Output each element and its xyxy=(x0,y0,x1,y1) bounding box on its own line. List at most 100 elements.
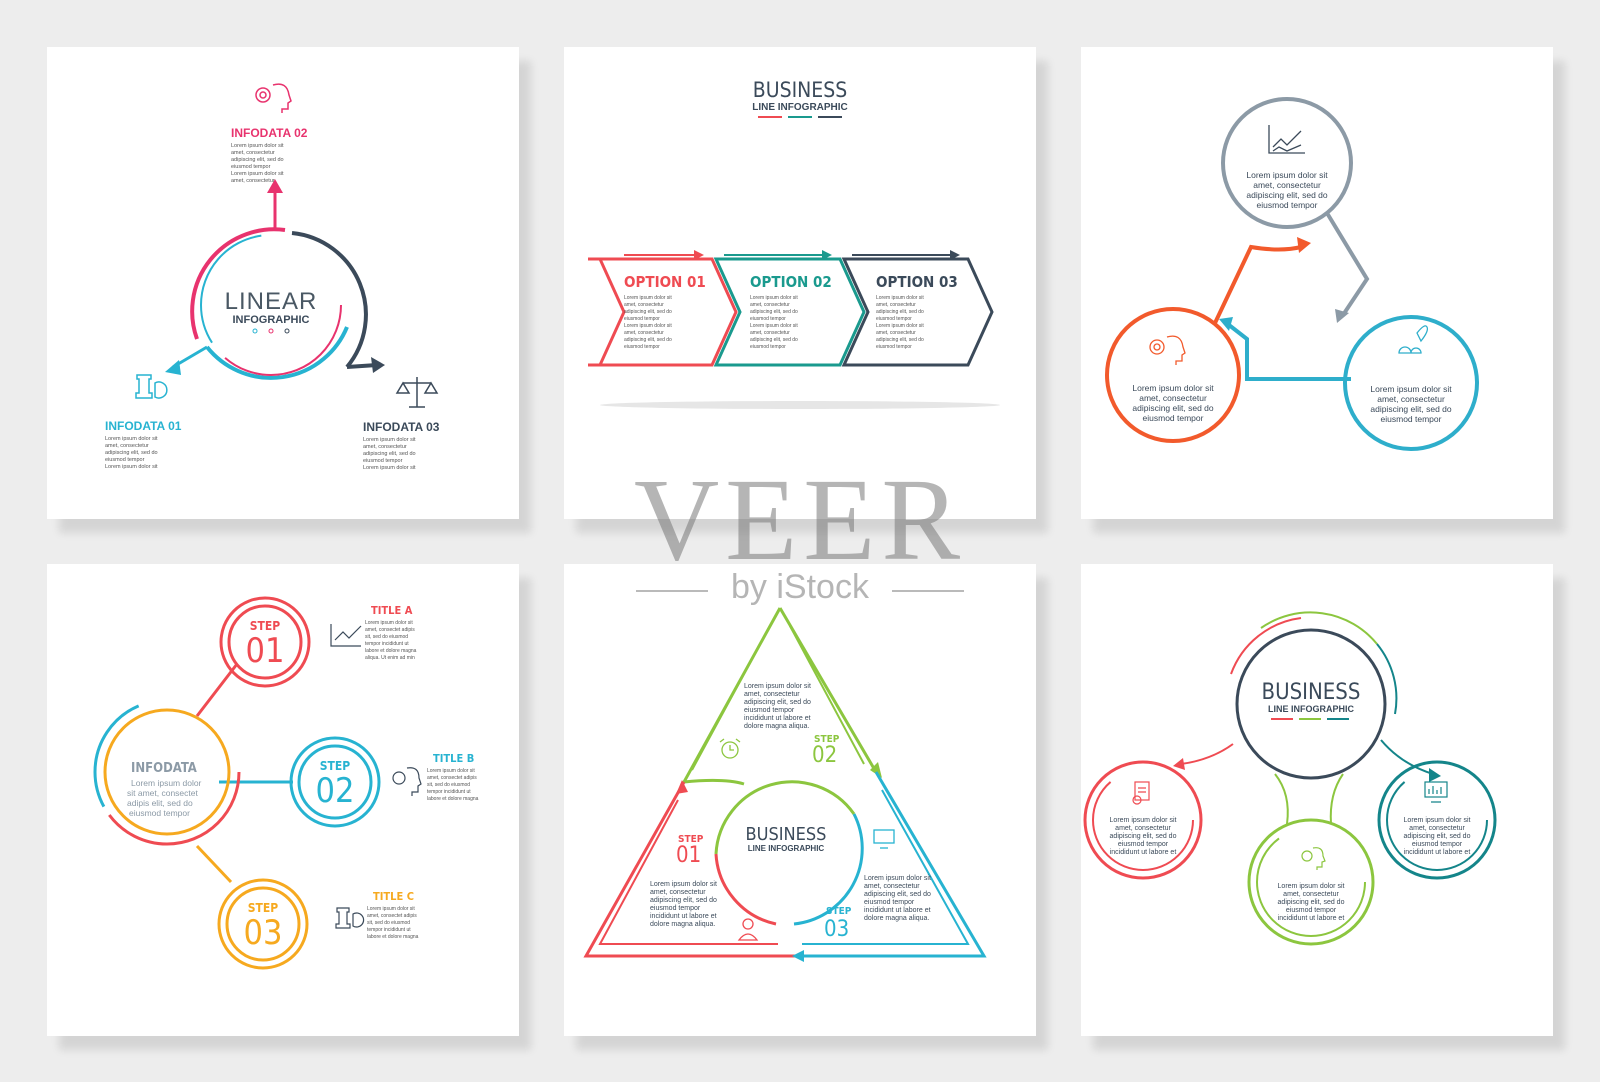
person-icon xyxy=(737,918,759,941)
svg-text:amet, consectet adipis: amet, consectet adipis xyxy=(427,775,477,781)
step-03: STEP 03 xyxy=(217,878,309,970)
hub-arc-teal xyxy=(1376,643,1398,715)
center-arc-green xyxy=(714,780,856,855)
svg-text:amet, consectetur: amet, consectetur xyxy=(1377,394,1445,404)
svg-text:Lorem ipsum dolor sit: Lorem ipsum dolor sit xyxy=(650,881,717,888)
svg-text:eiusmod tempor: eiusmod tempor xyxy=(1118,841,1169,848)
arrow-up-icon xyxy=(267,179,283,193)
svg-text:adipiscing elit, sed do: adipiscing elit, sed do xyxy=(1110,833,1177,840)
color-bar xyxy=(1327,718,1349,720)
svg-text:Lorem ipsum dolor sit: Lorem ipsum dolor sit xyxy=(105,436,158,442)
svg-text:STEP: STEP xyxy=(248,901,279,915)
step-02-number: 02 xyxy=(812,743,837,768)
green-outer xyxy=(681,607,782,786)
svg-text:Lorem ipsum dolor sit: Lorem ipsum dolor sit xyxy=(1110,817,1177,824)
svg-text:eiusmod tempor: eiusmod tempor xyxy=(864,899,915,906)
watermark-by-istock: by iStock xyxy=(731,568,869,606)
svg-text:sit, sed do eiusmod: sit, sed do eiusmod xyxy=(367,920,410,926)
svg-text:labore et dolore magna: labore et dolore magna xyxy=(365,648,417,654)
svg-text:amet, consectetur: amet, consectetur xyxy=(650,889,706,896)
svg-text:eiusmod tempor: eiusmod tempor xyxy=(750,316,786,322)
svg-text:OPTION 01: OPTION 01 xyxy=(624,273,706,291)
svg-text:adipiscing elit, sed do: adipiscing elit, sed do xyxy=(650,897,717,904)
arrow-icon xyxy=(1173,758,1185,770)
monitor-chart-icon xyxy=(873,829,895,849)
svg-text:eiusmod tempor: eiusmod tempor xyxy=(105,457,145,463)
svg-text:amet, consectetur: amet, consectetur xyxy=(1253,180,1321,190)
svg-text:eiusmod tempor: eiusmod tempor xyxy=(876,316,912,322)
svg-text:incididunt ut labore et: incididunt ut labore et xyxy=(1110,849,1177,856)
svg-text:eiusmod tempor: eiusmod tempor xyxy=(1381,414,1442,424)
center-arc-cyan xyxy=(793,813,864,926)
svg-text:eiusmod tempor: eiusmod tempor xyxy=(1286,907,1337,914)
cyan-arc xyxy=(205,326,349,380)
svg-text:eiusmod tempor: eiusmod tempor xyxy=(876,344,912,350)
svg-text:adipiscing elit, sed do: adipiscing elit, sed do xyxy=(876,309,924,315)
dark-arc-tail xyxy=(346,363,378,369)
infodata-01-title: INFODATA 01 xyxy=(105,419,182,433)
node-right-inner xyxy=(1386,769,1488,871)
svg-text:Lorem ipsum dolor sit: Lorem ipsum dolor sit xyxy=(231,143,284,149)
cyan-connector xyxy=(1227,323,1351,381)
svg-text:Lorem ipsum dolor sit: Lorem ipsum dolor sit xyxy=(1370,384,1452,394)
business-hub-diagram: BUSINESS LINE INFOGRAPHIC Lorem ipsum do… xyxy=(1083,611,1497,946)
svg-text:sit, sed do eiusmod: sit, sed do eiusmod xyxy=(365,634,408,640)
svg-text:adipis elit, sed do: adipis elit, sed do xyxy=(127,798,193,808)
svg-text:adipiscing elit, sed do: adipiscing elit, sed do xyxy=(231,157,284,163)
connector-01 xyxy=(195,663,239,717)
gear-head-icon xyxy=(1149,335,1186,365)
gray-connector xyxy=(1325,211,1370,317)
shadow xyxy=(600,401,1000,409)
svg-text:adipiscing elit, sed do: adipiscing elit, sed do xyxy=(624,337,672,343)
arrow-icon xyxy=(1429,768,1441,782)
svg-text:amet, consectetur: amet, consectetur xyxy=(231,150,275,156)
svg-text:adipiscing elit, sed do: adipiscing elit, sed do xyxy=(1404,833,1471,840)
cyan-inner xyxy=(802,789,970,945)
orange-connector xyxy=(1213,244,1302,324)
arrow-icon xyxy=(870,762,882,778)
hub-ring-inner xyxy=(103,708,231,836)
svg-text:Lorem ipsum dolor sit: Lorem ipsum dolor sit xyxy=(864,875,931,882)
title-b: TITLE B xyxy=(433,752,474,765)
arrow-right-icon xyxy=(822,250,832,260)
red-outer xyxy=(583,781,796,958)
svg-text:Lorem ipsum dolor sit: Lorem ipsum dolor sit xyxy=(367,906,415,912)
watermark-veer: VEER xyxy=(633,454,967,585)
svg-text:amet, consectetur: amet, consectetur xyxy=(750,302,790,308)
svg-text:Lorem ipsum dolor sit: Lorem ipsum dolor sit xyxy=(363,465,416,471)
svg-text:amet, consectetur: amet, consectetur xyxy=(624,330,664,336)
watermark-line-left xyxy=(636,590,708,592)
red-inner xyxy=(598,799,778,945)
svg-text:Lorem ipsum dolor sit: Lorem ipsum dolor sit xyxy=(363,437,416,443)
svg-text:Lorem ipsum dolor sit: Lorem ipsum dolor sit xyxy=(624,323,672,329)
svg-text:incididunt ut labore et: incididunt ut labore et xyxy=(650,913,717,920)
infodata-03-title: INFODATA 03 xyxy=(363,420,440,434)
svg-text:Lorem ipsum dolor sit: Lorem ipsum dolor sit xyxy=(1132,383,1214,393)
svg-text:adipiscing elit, sed do: adipiscing elit, sed do xyxy=(1246,190,1328,200)
svg-text:amet, consectetur: amet, consectetur xyxy=(744,691,800,698)
title-c: TITLE C xyxy=(373,890,414,903)
infodata-02-title: INFODATA 02 xyxy=(231,126,308,140)
inner-ring-cyan xyxy=(200,234,342,376)
svg-text:amet, consectetur: amet, consectetur xyxy=(105,443,149,449)
svg-text:sit, sed do eiusmod: sit, sed do eiusmod xyxy=(427,782,470,788)
chess-rook-chart-icon xyxy=(135,374,168,399)
svg-text:eiusmod tempor: eiusmod tempor xyxy=(624,344,660,350)
dot-icon xyxy=(252,328,258,334)
hub-title: BUSINESS xyxy=(1262,680,1361,705)
svg-text:eiusmod tempor: eiusmod tempor xyxy=(1143,413,1204,423)
svg-text:amet, consectetur: amet, consectetur xyxy=(1139,393,1207,403)
svg-text:aliqua. Ut enim ad min: aliqua. Ut enim ad min xyxy=(365,655,415,661)
svg-text:amet, consectet adipis: amet, consectet adipis xyxy=(365,627,415,633)
svg-text:amet, consectetur: amet, consectetur xyxy=(876,302,916,308)
svg-text:eiusmod tempor: eiusmod tempor xyxy=(624,316,660,322)
svg-text:amet, consectetur: amet, consectetur xyxy=(876,330,916,336)
